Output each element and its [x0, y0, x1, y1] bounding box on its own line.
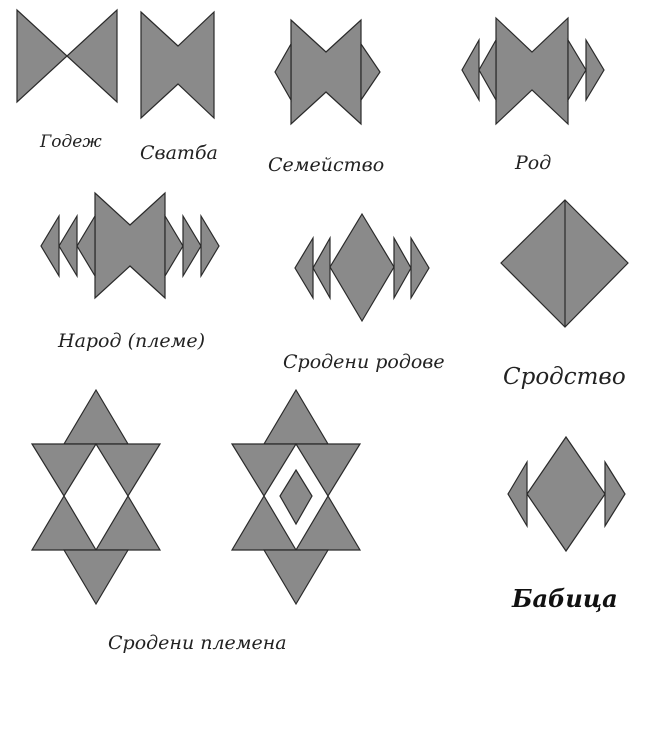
right-triangle-inner: [393, 235, 412, 301]
star-right-lower-triangle: [94, 494, 162, 551]
godezh-symbol: [16, 8, 118, 104]
right-triangle-2: [182, 213, 202, 279]
srodeni-plemena-star-2: [230, 388, 362, 606]
right-triangle: [604, 459, 626, 529]
label-srodeni-rodove: Сродени родове: [283, 351, 445, 373]
bowtie-shape: [94, 191, 166, 300]
right-triangle-outer: [410, 235, 430, 301]
left-triangle-outer: [294, 235, 314, 301]
left-triangle: [507, 459, 528, 529]
star-left-upper-triangle: [230, 443, 298, 498]
label-godezh: Годеж: [40, 132, 102, 152]
star-bottom-triangle: [262, 549, 330, 606]
right-small-triangle: [360, 42, 381, 102]
label-srodstvo: Сродство: [503, 364, 626, 390]
right-triangle-inner: [567, 37, 587, 103]
narod-symbol: [40, 191, 220, 300]
bowtie-shape: [495, 16, 569, 126]
left-triangle-inner: [478, 37, 497, 103]
left-triangle-outer: [461, 37, 480, 103]
right-triangle-3: [200, 213, 220, 279]
star-left-lower-triangle: [30, 494, 98, 551]
label-narod: Народ (племе): [58, 330, 205, 352]
star-top-triangle: [262, 388, 330, 445]
bowtie-left-triangle: [16, 8, 68, 104]
left-triangle-inner: [312, 235, 331, 301]
left-small-triangle: [274, 41, 292, 103]
left-triangle-1: [76, 213, 96, 279]
srodstvo-symbol: [500, 199, 629, 328]
star-bottom-triangle: [62, 549, 130, 606]
srodeni-rodove-symbol: [294, 212, 430, 323]
star-right-upper-triangle: [94, 443, 162, 498]
left-triangle-3: [40, 213, 60, 279]
babica-symbol: [507, 435, 626, 553]
bowtie-shape: [140, 10, 215, 120]
label-rod: Род: [515, 152, 552, 174]
srodeni-plemena-star-1: [30, 388, 162, 606]
star-left-upper-triangle: [30, 443, 98, 498]
bowtie-right-triangle: [66, 8, 118, 104]
semeistvo-symbol: [274, 18, 381, 126]
left-triangle-2: [58, 213, 78, 279]
star-top-triangle: [62, 388, 130, 445]
inner-diamond: [279, 468, 313, 526]
label-babica: Бабица: [512, 584, 618, 613]
label-srodeni-plemena: Сродени племена: [108, 632, 287, 654]
label-semeistvo: Семейство: [268, 154, 385, 176]
right-triangle-1: [164, 213, 184, 279]
label-svatba: Сватба: [140, 142, 218, 164]
svatba-symbol: [140, 10, 215, 120]
center-diamond: [329, 212, 395, 323]
star-right-upper-triangle: [294, 443, 362, 498]
bowtie-shape: [290, 18, 362, 126]
center-diamond: [526, 435, 606, 553]
rod-symbol: [461, 16, 605, 126]
right-triangle-outer: [585, 37, 605, 103]
